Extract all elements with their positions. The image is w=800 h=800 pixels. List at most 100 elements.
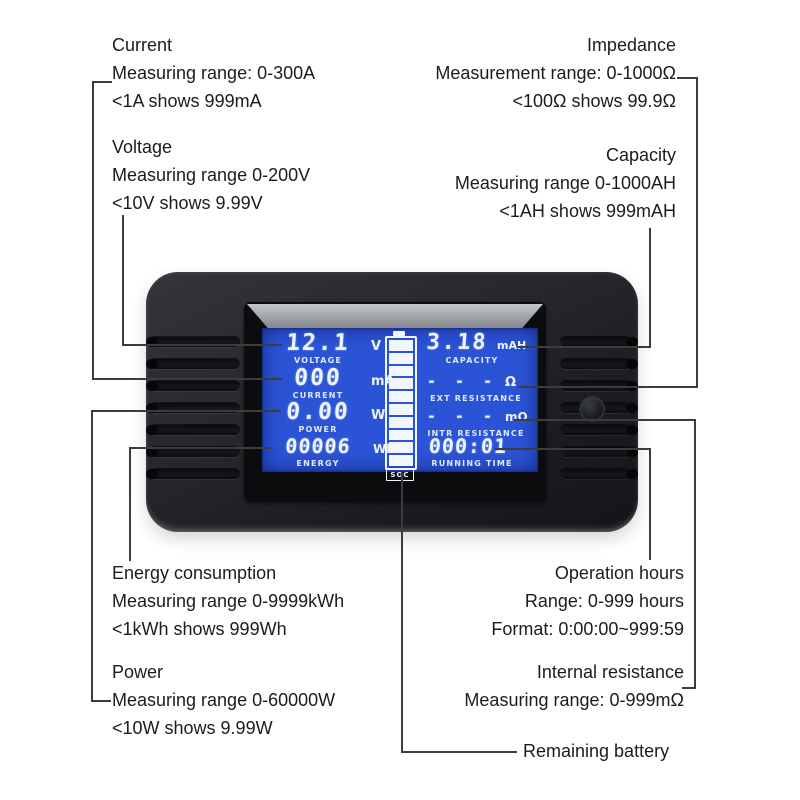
left-grille-rib bbox=[146, 425, 240, 435]
capacity-unit: mAH bbox=[497, 339, 527, 352]
running-time-value: 000:01 bbox=[428, 434, 508, 458]
annotation-operation-hours: Operation hours Range: 0-999 hours Forma… bbox=[491, 559, 684, 643]
callout-line-current bbox=[92, 81, 94, 380]
voltage-label: VOLTAGE bbox=[293, 356, 343, 365]
lcd-capacity-cell: 3.18 mAH CAPACITY bbox=[422, 330, 527, 365]
annotation-impedance-title: Impedance bbox=[586, 35, 676, 55]
annotation-capacity: Capacity Measuring range 0-1000AH <1AH s… bbox=[455, 141, 676, 225]
lcd-ext-resistance-cell: - - - Ω EXT RESISTANCE bbox=[424, 368, 528, 403]
left-grille-rib bbox=[146, 447, 240, 457]
annotation-current-title: Current bbox=[112, 35, 173, 55]
annotation-impedance-range: Measurement range: 0-1000Ω bbox=[435, 63, 676, 83]
callout-line-power bbox=[91, 410, 93, 702]
battery-segment bbox=[389, 429, 413, 441]
power-unit: W bbox=[371, 408, 386, 423]
bezel-top-bevel bbox=[247, 304, 543, 328]
right-grille-rib bbox=[560, 425, 638, 435]
callout-line-capacity bbox=[518, 346, 651, 348]
battery-segment bbox=[389, 352, 413, 364]
annotation-voltage-note: <10V shows 9.99V bbox=[112, 193, 263, 213]
lcd-power-cell: 0.00 W POWER bbox=[270, 399, 385, 434]
callout-line-capacity bbox=[649, 228, 651, 348]
grille-rib-cap bbox=[146, 403, 158, 413]
intr-resistance-label: INTR RESISTANCE bbox=[427, 429, 525, 438]
grille-rib-cap bbox=[626, 425, 638, 435]
ext-resistance-unit: Ω bbox=[505, 375, 517, 390]
battery-segments bbox=[385, 336, 417, 470]
battery-segment bbox=[389, 378, 413, 390]
device-mode-button bbox=[581, 398, 603, 420]
callout-line-internal-resistance bbox=[514, 419, 696, 421]
left-grille-rib bbox=[146, 469, 240, 479]
annotation-operation-hours-range: Range: 0-999 hours bbox=[524, 591, 684, 611]
ext-resistance-value: - - - bbox=[426, 372, 498, 390]
annotation-energy-title: Energy consumption bbox=[112, 563, 277, 583]
annotation-impedance: Impedance Measurement range: 0-1000Ω <10… bbox=[435, 31, 676, 115]
left-grille-rib bbox=[146, 381, 240, 391]
grille-rib-cap bbox=[146, 469, 158, 479]
voltage-value: 12.1 bbox=[285, 330, 351, 356]
annotation-internal-resistance: Internal resistance Measuring range: 0-9… bbox=[464, 658, 684, 714]
callout-line-operation-hours bbox=[495, 448, 651, 450]
annotation-remaining-battery: Remaining battery bbox=[523, 737, 669, 765]
grille-rib-cap bbox=[626, 337, 638, 347]
current-unit: mA bbox=[371, 374, 395, 389]
battery-segment bbox=[389, 442, 413, 454]
battery-segment bbox=[389, 416, 413, 428]
annotation-remaining-battery-title: Remaining battery bbox=[523, 741, 670, 761]
grille-rib-cap bbox=[146, 447, 158, 457]
ext-resistance-label: EXT RESISTANCE bbox=[430, 394, 522, 403]
grille-rib-cap bbox=[146, 359, 158, 369]
annotation-energy: Energy consumption Measuring range 0-999… bbox=[112, 559, 344, 643]
current-value: 000 bbox=[293, 365, 343, 391]
callout-line-remaining-battery bbox=[401, 472, 403, 753]
annotation-voltage-range: Measuring range 0-200V bbox=[112, 165, 311, 185]
callout-line-power bbox=[91, 700, 111, 702]
lcd-running-time-cell: 000:01 RUNNING TIME bbox=[422, 433, 522, 468]
power-label: POWER bbox=[298, 425, 338, 434]
annotation-internal-resistance-title: Internal resistance bbox=[536, 662, 684, 682]
annotation-current-note: <1A shows 999mA bbox=[112, 91, 262, 111]
left-grille-rib bbox=[146, 337, 240, 347]
callout-line-current bbox=[92, 378, 282, 380]
lcd-screen: 12.1 V VOLTAGE 000 mA CURRENT 0.00 W bbox=[262, 328, 538, 481]
annotation-power-note: <10W shows 9.99W bbox=[112, 718, 273, 738]
screen-bezel: 12.1 V VOLTAGE 000 mA CURRENT 0.00 W bbox=[244, 302, 546, 502]
annotation-capacity-title: Capacity bbox=[605, 145, 676, 165]
callout-line-impedance bbox=[677, 77, 698, 79]
annotation-impedance-note: <100Ω shows 99.9Ω bbox=[512, 91, 676, 111]
callout-line-impedance bbox=[518, 386, 698, 388]
right-grille-rib bbox=[560, 447, 638, 457]
grille-rib-cap bbox=[626, 403, 638, 413]
grille-rib-cap bbox=[146, 425, 158, 435]
annotation-voltage-title: Voltage bbox=[112, 137, 173, 157]
annotation-energy-note: <1kWh shows 999Wh bbox=[112, 619, 287, 639]
battery-segment bbox=[389, 365, 413, 377]
callout-line-energy bbox=[129, 447, 272, 449]
left-grille-rib bbox=[146, 403, 240, 413]
battery-segment bbox=[389, 455, 413, 466]
energy-label: ENERGY bbox=[296, 459, 340, 468]
lcd-energy-cell: 00006 Wh ENERGY bbox=[268, 433, 395, 468]
power-value: 0.00 bbox=[285, 399, 351, 425]
annotation-power: Power Measuring range 0-60000W <10W show… bbox=[112, 658, 335, 742]
callout-line-power bbox=[91, 410, 281, 412]
battery-gauge: SOC bbox=[385, 331, 417, 481]
callout-line-voltage bbox=[122, 215, 124, 346]
battery-segment bbox=[389, 403, 413, 415]
annotation-operation-hours-note: Format: 0:00:00~999:59 bbox=[491, 619, 684, 639]
capacity-value: 3.18 bbox=[425, 330, 489, 355]
grille-rib-cap bbox=[626, 469, 638, 479]
grille-rib-cap bbox=[146, 337, 158, 347]
left-grille-rib bbox=[146, 359, 240, 369]
callout-line-internal-resistance bbox=[694, 419, 696, 689]
intr-resistance-value: - - - bbox=[426, 407, 498, 425]
annotation-voltage: Voltage Measuring range 0-200V <10V show… bbox=[112, 133, 310, 217]
lcd-current-cell: 000 mA CURRENT bbox=[270, 365, 395, 400]
callout-line-remaining-battery bbox=[401, 751, 517, 753]
energy-value: 00006 bbox=[284, 434, 352, 458]
annotation-capacity-range: Measuring range 0-1000AH bbox=[454, 173, 676, 193]
annotation-current-range: Measuring range: 0-300A bbox=[112, 63, 316, 83]
right-grille-rib bbox=[560, 337, 638, 347]
